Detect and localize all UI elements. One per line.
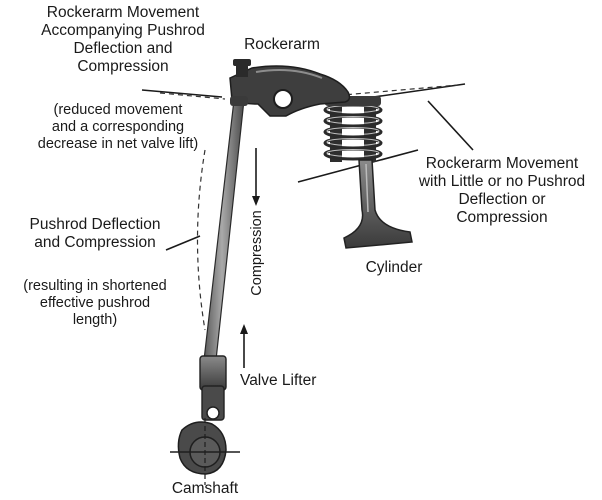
- valve-lifter: [199, 355, 227, 421]
- compression-arrows: [240, 148, 260, 368]
- rocker-arm: [229, 59, 351, 117]
- valve-spring: [323, 96, 383, 162]
- label-compression: Compression: [249, 210, 265, 296]
- label-valve-lifter: Valve Lifter: [240, 372, 317, 389]
- label-rocker-movement-deflection: Rockerarm Movement Accompanying Pushrod …: [41, 4, 205, 75]
- reference-dashed-lines: [159, 84, 459, 331]
- pushrod-deflection-line: [165, 235, 201, 251]
- label-reduced-movement: (reduced movement and a corresponding de…: [37, 102, 199, 152]
- label-pushrod-deflection: Pushrod Deflection and Compression: [29, 216, 161, 251]
- valve: [343, 159, 413, 249]
- label-camshaft: Camshaft: [171, 480, 239, 497]
- label-rocker-movement-little: Rockerarm Movement with Little or no Pus…: [418, 155, 586, 226]
- label-shortened-length: (resulting in shortened effective pushro…: [23, 278, 167, 328]
- label-rockerarm: Rockerarm: [244, 36, 320, 53]
- label-cylinder: Cylinder: [365, 259, 423, 276]
- camshaft: [170, 418, 240, 485]
- reduced-movement-line: [141, 89, 223, 98]
- cylinder-deck-line: [297, 149, 419, 183]
- rocker-little-line-b: [427, 100, 474, 151]
